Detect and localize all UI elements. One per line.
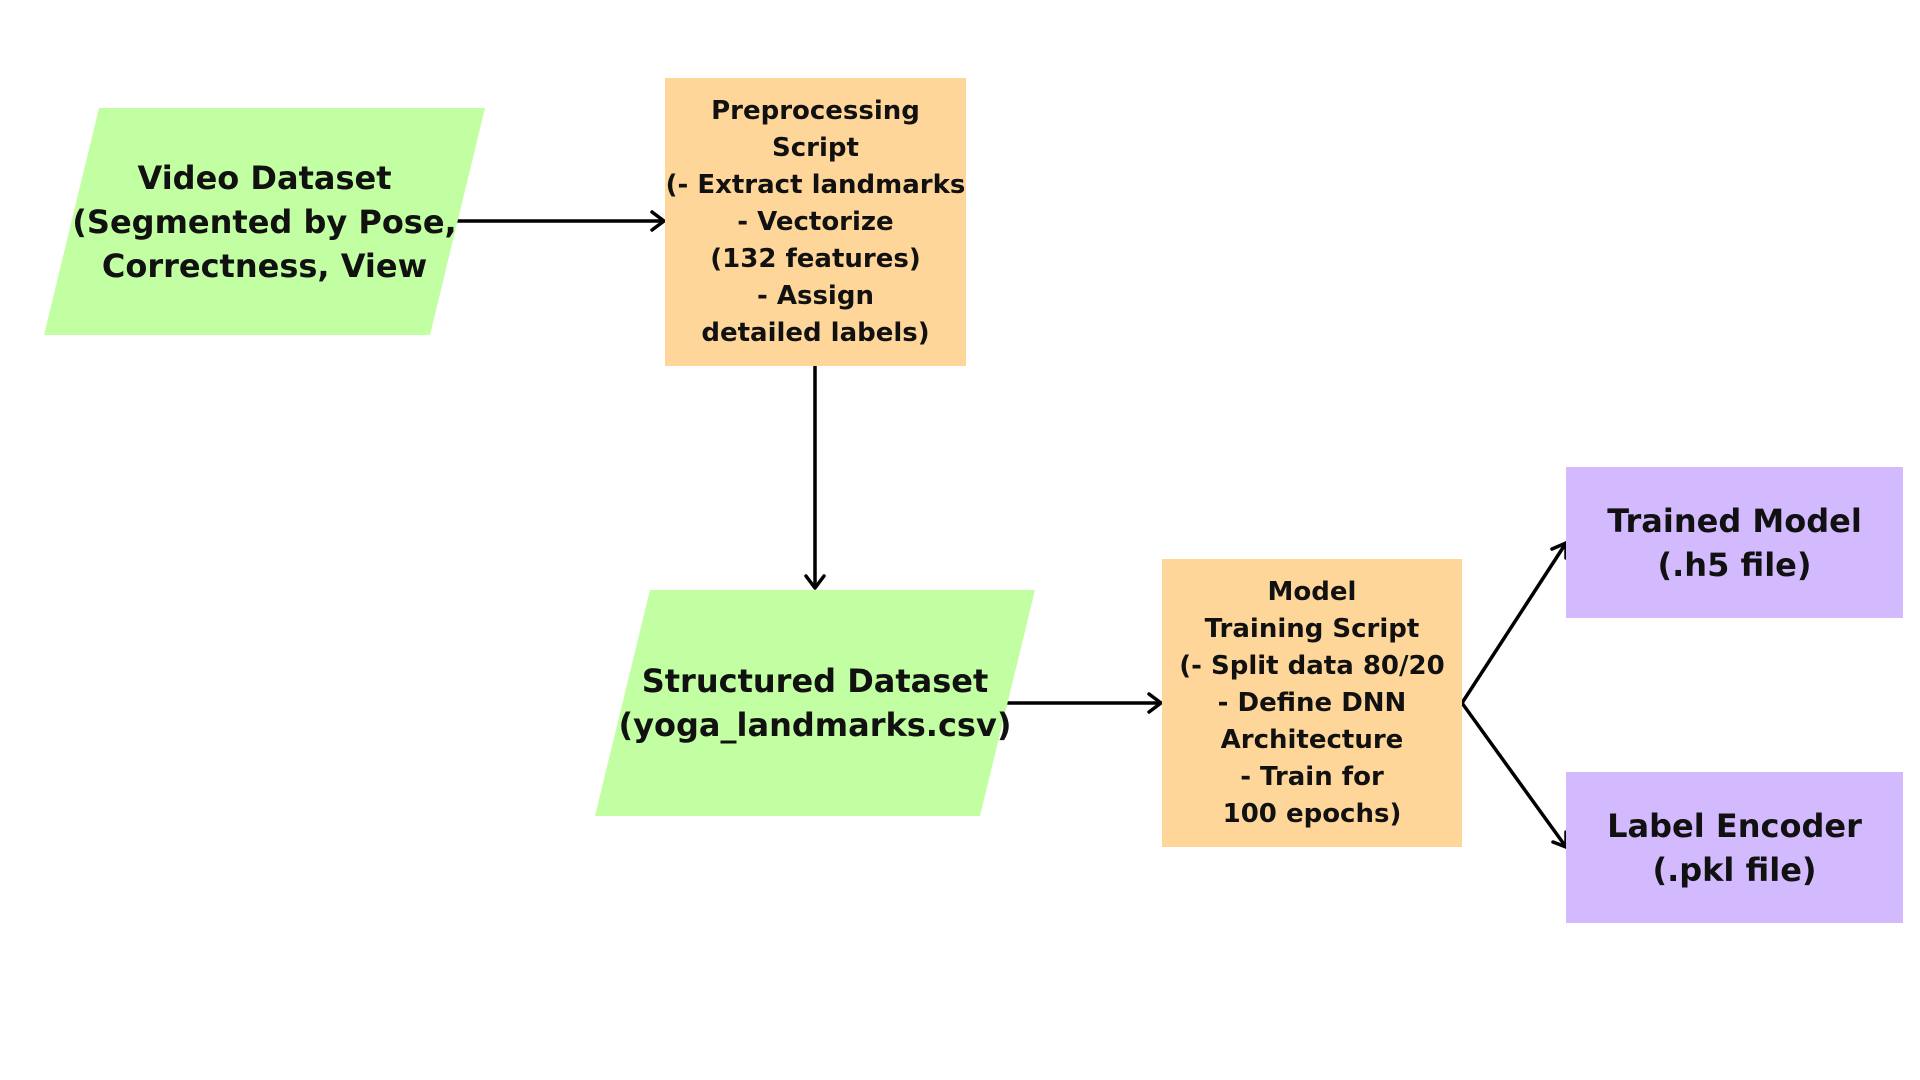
edge-preprocessing-to-structured bbox=[804, 364, 826, 590]
video-dataset-node: Video Dataset (Segmented by Pose, Correc… bbox=[44, 108, 485, 335]
model-training-script-node: Model Training Script (- Split data 80/2… bbox=[1162, 559, 1462, 847]
preprocessing-script-node: Preprocessing Script (- Extract landmark… bbox=[665, 78, 966, 366]
parallelogram-shape bbox=[595, 590, 1035, 816]
parallelogram-shape bbox=[44, 108, 485, 335]
trained-model-node: Trained Model (.h5 file) bbox=[1566, 467, 1903, 618]
model-training-script-label: Model Training Script (- Split data 80/2… bbox=[1179, 576, 1445, 829]
edge-training-to-trained-model bbox=[1460, 541, 1568, 705]
video-dataset-label: Video Dataset (Segmented by Pose, Correc… bbox=[72, 158, 457, 285]
edge-training-to-label-encoder bbox=[1460, 701, 1568, 849]
label-encoder-label: Label Encoder (.pkl file) bbox=[1607, 806, 1862, 889]
preprocessing-script-label: Preprocessing Script (- Extract landmark… bbox=[665, 95, 966, 348]
trained-model-label: Trained Model (.h5 file) bbox=[1607, 501, 1862, 584]
structured-dataset-label: Structured Dataset (yoga_landmarks.csv) bbox=[618, 662, 1012, 744]
label-encoder-node: Label Encoder (.pkl file) bbox=[1566, 772, 1903, 923]
edge-video-to-preprocessing bbox=[456, 210, 666, 232]
structured-dataset-node: Structured Dataset (yoga_landmarks.csv) bbox=[595, 590, 1035, 816]
edge-structured-to-training bbox=[1006, 692, 1163, 714]
